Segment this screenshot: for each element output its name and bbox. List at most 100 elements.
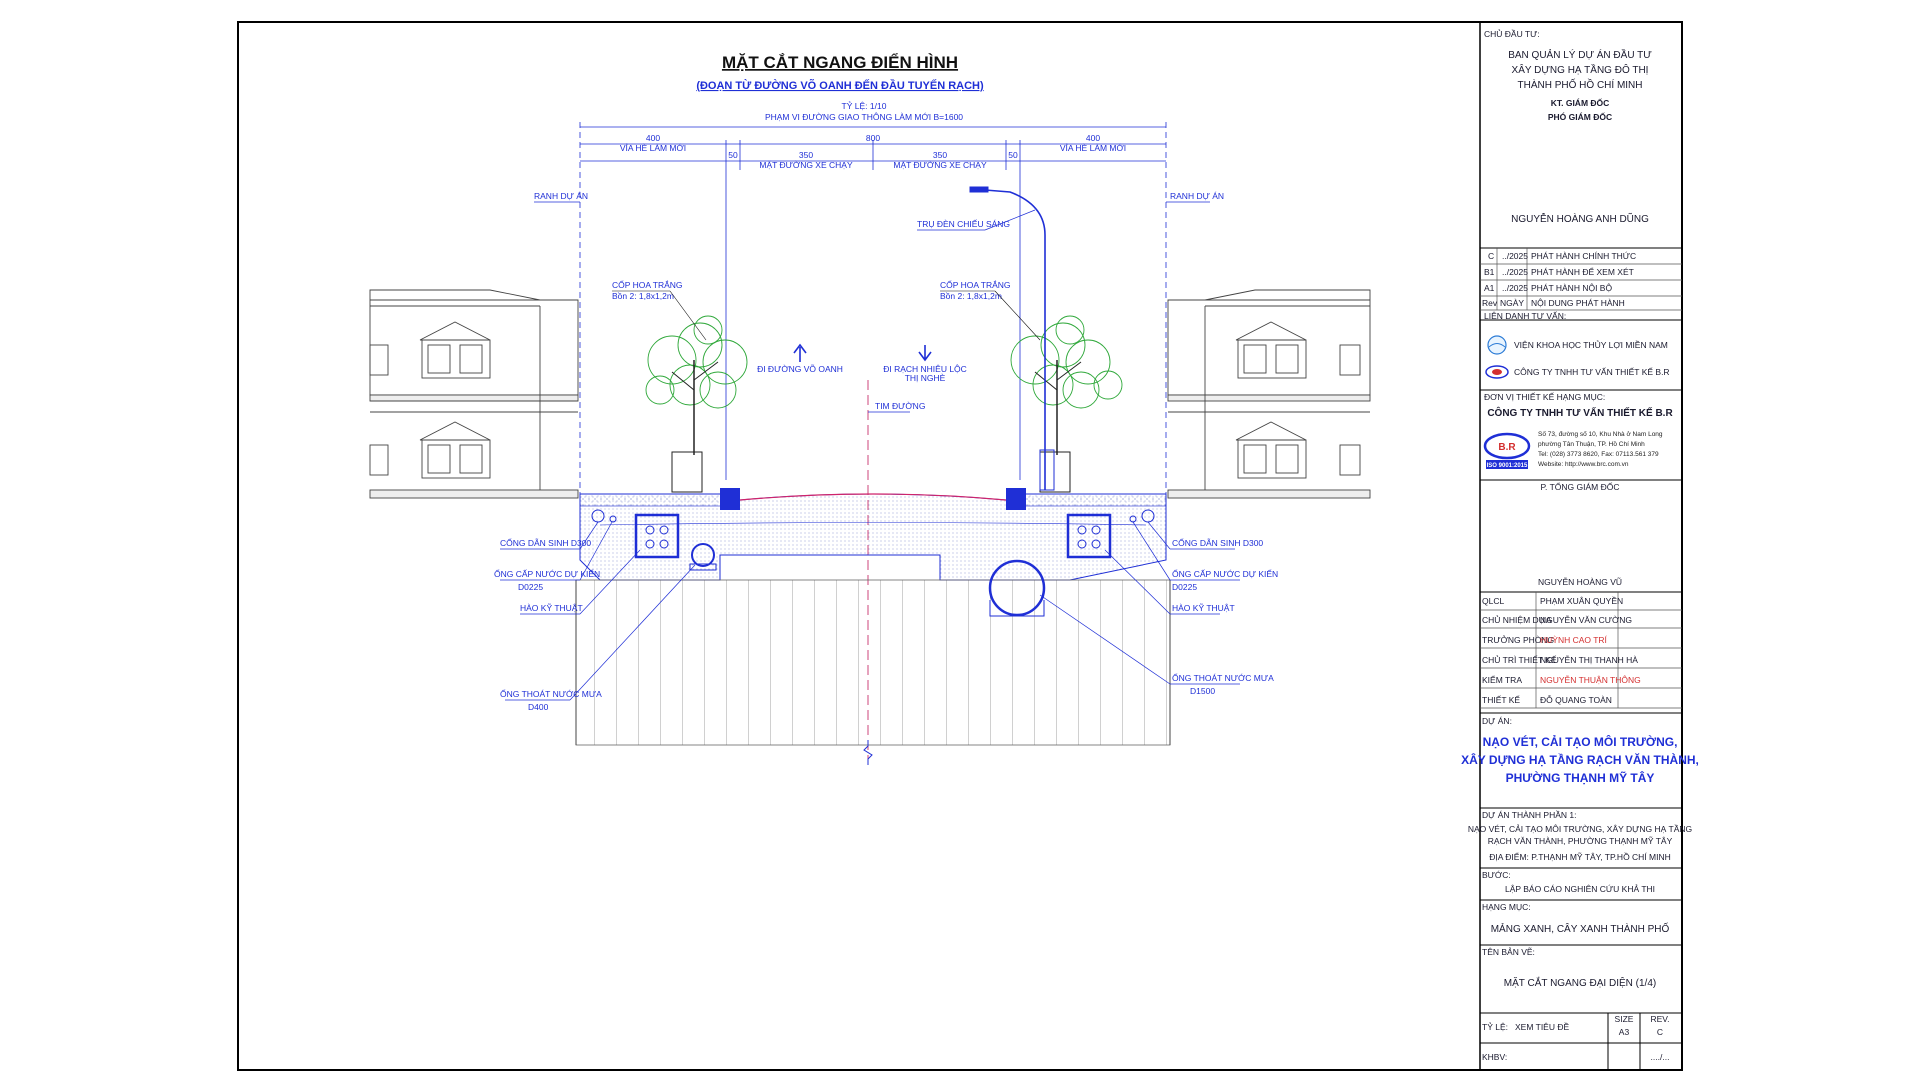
dim-gutter-left: 50 <box>728 150 738 160</box>
drain-right-label-2: D1500 <box>1190 686 1215 696</box>
tree-right-label-1: CỐP HOA TRẮNG <box>940 279 1011 290</box>
utilities <box>591 509 1155 617</box>
staff-role-1: CHỦ NHIỆM DỰA <box>1482 614 1552 625</box>
sheet-name-value: MẶT CẮT NGANG ĐẠI DIỆN (1/4) <box>1504 976 1656 989</box>
rev-b1: B1 <box>1484 267 1495 277</box>
staff-name-1: NGUYỄN VĂN CƯỜNG <box>1540 614 1632 625</box>
dimension-lines <box>579 122 1167 520</box>
item-heading: HẠNG MỤC: <box>1482 902 1531 912</box>
size-value: A3 <box>1619 1027 1630 1037</box>
staff-role-3: CHỦ TRÌ THIẾT KẾ <box>1482 654 1557 665</box>
project-line-1: NẠO VÉT, CẢI TẠO MÔI TRƯỜNG, <box>1483 734 1678 749</box>
staff-table-lines <box>1480 592 1682 709</box>
title-block <box>1480 247 1682 1070</box>
design-company: CÔNG TY TNHH TƯ VẤN THIẾT KẾ B.R <box>1487 406 1673 419</box>
light-pole <box>969 186 1055 491</box>
khbv-value: ..../... <box>1651 1052 1670 1062</box>
dim-sidewalk-label-right: VỈA HÈ LÀM MỚI <box>1060 142 1126 153</box>
dim-sidewalk-right: 400 <box>1086 133 1100 143</box>
drawing-title: MẶT CẮT NGANG ĐIỂN HÌNH <box>722 53 958 72</box>
staff-table: QLCL PHẠM XUÂN QUYỀN CHỦ NHIỆM DỰA NGUYỄ… <box>1482 596 1641 705</box>
owner-line-2: XÂY DỰNG HẠ TẦNG ĐÔ THỊ <box>1512 63 1649 76</box>
building-right <box>1167 289 1371 499</box>
staff-role-2: TRƯỞNG PHÒNG <box>1482 634 1554 645</box>
staff-role-4: KIỂM TRA <box>1482 674 1522 685</box>
rev-header-content: NỘI DUNG PHÁT HÀNH <box>1531 298 1625 308</box>
iso-text: ISO 9001:2015 <box>1487 463 1528 469</box>
staff-name-4: NGUYỄN THUẬN THÔNG <box>1540 674 1641 685</box>
revision-table: C ../2025 PHÁT HÀNH CHÍNH THỨC B1 ../202… <box>1482 251 1636 308</box>
tree-left <box>645 315 748 493</box>
water-right-label-2: D0225 <box>1172 582 1197 592</box>
drain-right-label-1: ỐNG THOÁT NƯỚC MƯA <box>1172 672 1274 683</box>
tree-left-label-2: Bồn 2: 1,8x1,2m <box>612 291 674 301</box>
scope-note: PHẠM VI ĐƯỜNG GIAO THÔNG LÀM MỚI B=1600 <box>765 112 963 122</box>
ranh-label-left: RANH DỰ ÁN <box>534 191 588 201</box>
sheet-border <box>237 21 1683 1071</box>
dir-left-label: ĐI ĐƯỜNG VÕ OANH <box>757 364 843 374</box>
br-logo-small-icon <box>1485 365 1509 379</box>
staff-name-3: NGUYỄN THỊ THANH HÀ <box>1540 654 1638 665</box>
rev-c-content: PHÁT HÀNH CHÍNH THỨC <box>1531 251 1636 261</box>
scale-label: TỶ LỆ: <box>1482 1021 1508 1032</box>
rev-label: REV. <box>1650 1014 1669 1024</box>
dim-sidewalk-label-left: VỈA HÈ LÀM MỚI <box>620 142 686 153</box>
rev-b1-content: PHÁT HÀNH ĐỂ XEM XÉT <box>1531 266 1634 277</box>
addr-4: Website: http://www.brc.com.vn <box>1538 461 1629 468</box>
dim-total: 800 <box>866 133 880 143</box>
staff-name-2: HUỲNH CAO TRÍ <box>1540 635 1608 645</box>
dim-sidewalk-left: 400 <box>646 133 660 143</box>
rev-a1-date: ../2025 <box>1502 283 1528 293</box>
br-logo-icon: B.R ISO 9001:2015 <box>1483 432 1531 469</box>
ranh-label-right: RANH DỰ ÁN <box>1170 191 1224 201</box>
br-logo-text: B.R <box>1498 442 1516 453</box>
water-left-label-2: D0225 <box>518 582 543 592</box>
water-right-label-1: ỐNG CẤP NƯỚC DỰ KIẾN <box>1172 568 1278 579</box>
revision-table-lines <box>1480 248 1682 311</box>
dim-lane-label-left: MẶT ĐƯỜNG XE CHẠY <box>759 160 853 170</box>
rev-b1-date: ../2025 <box>1502 267 1528 277</box>
size-label: SIZE <box>1615 1014 1634 1024</box>
consult-2: CÔNG TY TNHH TƯ VẤN THIẾT KẾ B.R <box>1514 367 1670 377</box>
kt-label: KT. GIÁM ĐỐC <box>1551 97 1610 108</box>
break-symbol-icon <box>863 740 873 765</box>
rev-header: Rev <box>1482 298 1498 308</box>
drain-left-label-2: D400 <box>528 702 549 712</box>
dir-right-label-1: ĐI RẠCH NHIÊU LỘC <box>883 364 967 374</box>
cable-left-label: CỐNG DẪN SINH D300 <box>500 537 591 548</box>
light-pole-label: TRỤ ĐÈN CHIẾU SÁNG <box>917 219 1010 229</box>
owner-line-3: THÀNH PHỐ HỒ CHÍ MINH <box>1518 77 1643 91</box>
dim-gutter-right: 50 <box>1008 150 1018 160</box>
arrow-down-icon <box>918 345 932 362</box>
dim-lane-left: 350 <box>799 150 813 160</box>
khbv-label: KHBV: <box>1482 1052 1507 1062</box>
signer-design: NGUYỄN HOÀNG VŨ <box>1538 576 1622 587</box>
drawing-scale: TỶ LỆ: 1/10 <box>842 100 887 111</box>
trench-left-label: HÀO KỸ THUẬT <box>520 603 583 613</box>
staff-role-0: QLCL <box>1482 596 1504 606</box>
rev-a1-content: PHÁT HÀNH NỘI BỘ <box>1531 283 1612 293</box>
addr-2: phường Tân Thuận, TP. Hồ Chí Minh <box>1538 439 1645 448</box>
rev-c-date: ../2025 <box>1502 251 1528 261</box>
deputy-label: PHÓ GIÁM ĐỐC <box>1548 111 1612 122</box>
step-heading: BƯỚC: <box>1482 870 1511 880</box>
sub-heading: DỰ ÁN THÀNH PHẦN 1: <box>1482 810 1576 820</box>
dir-right-label-2: THỊ NGHÈ <box>905 373 946 383</box>
tree-right-label-2: Bồn 2: 1,8x1,2m <box>940 291 1002 301</box>
rev-a1: A1 <box>1484 283 1495 293</box>
rev-c: C <box>1488 251 1494 261</box>
drain-left-label-1: ỐNG THOÁT NƯỚC MƯA <box>500 688 602 699</box>
item-value: MẢNG XANH, CÂY XANH THÀNH PHỐ <box>1491 921 1670 935</box>
centerline-label: TIM ĐƯỜNG <box>875 401 925 411</box>
consult-heading: LIÊN DANH TƯ VẤN: <box>1484 311 1566 321</box>
signer-owner: NGUYỄN HOÀNG ANH DŨNG <box>1511 212 1649 225</box>
tree-left-label-1: CỐP HOA TRẮNG <box>612 279 683 290</box>
staff-role-5: THIẾT KẾ <box>1482 695 1520 705</box>
building-left <box>369 289 579 499</box>
project-line-3: PHƯỜNG THẠNH MỸ TÂY <box>1506 770 1655 785</box>
arrow-up-icon <box>793 343 807 362</box>
institute-logo-icon <box>1487 335 1507 355</box>
addr-3: Tel: (028) 3773 8620, Fax: 07113.561 379 <box>1538 451 1659 458</box>
addr-1: Số 73, đường số 10, Khu Nhà ở Nam Long <box>1538 429 1663 438</box>
